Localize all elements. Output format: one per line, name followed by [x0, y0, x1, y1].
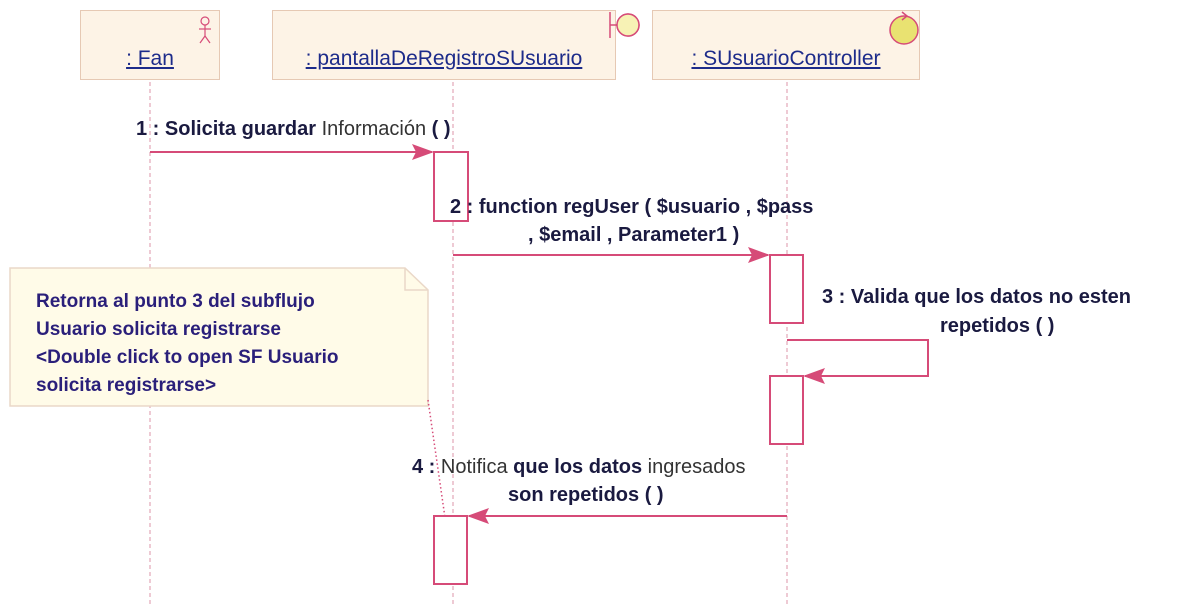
activation-pantalla-1	[433, 151, 469, 222]
message-3-arrow	[787, 339, 929, 384]
message-2-label-line1: 2 : function regUser ( $usuario , $pass	[450, 196, 814, 218]
note-text: Retorna al punto 3 del subflujo Usuario …	[36, 288, 416, 400]
activation-pantalla-2	[433, 515, 468, 585]
message-3-label-line1: 3 : Valida que los datos no esten	[822, 286, 1131, 308]
lifeline-head-fan[interactable]: : Fan	[80, 10, 220, 80]
note-line: <Double click to open SF Usuario	[36, 347, 339, 368]
message-2-label-line2: , $email , Parameter1 )	[528, 224, 740, 246]
lifeline-head-pantalla[interactable]: : pantallaDeRegistroSUsuario	[272, 10, 616, 80]
lifeline-head-controller[interactable]: : SUsuarioController	[652, 10, 920, 80]
note-line: Retorna al punto 3 del subflujo	[36, 291, 315, 312]
lifeline-label-controller: : SUsuarioController	[691, 47, 881, 70]
message-4-arrow	[467, 508, 787, 524]
message-1-label: 1 : Solicita guardar Información ( )	[136, 118, 451, 140]
message-2-arrow	[453, 247, 770, 263]
message-4-label-line2: son repetidos ( )	[508, 484, 664, 506]
message-4-label-line1: 4 : Notifica que los datos ingresados	[412, 456, 746, 478]
note-shape[interactable]	[9, 267, 429, 407]
lifeline-label-pantalla: : pantallaDeRegistroSUsuario	[305, 47, 583, 70]
note[interactable]: Retorna al punto 3 del subflujo Usuario …	[8, 268, 428, 408]
lifeline-label-fan: : Fan	[126, 47, 174, 70]
message-1-arrow	[150, 144, 434, 160]
note-line: solicita registrarse>	[36, 375, 217, 396]
activation-controller-2	[769, 375, 804, 445]
message-3-label-line2: repetidos ( )	[940, 315, 1055, 337]
note-line: Usuario solicita registrarse	[36, 319, 281, 340]
activation-controller-1	[769, 254, 804, 324]
